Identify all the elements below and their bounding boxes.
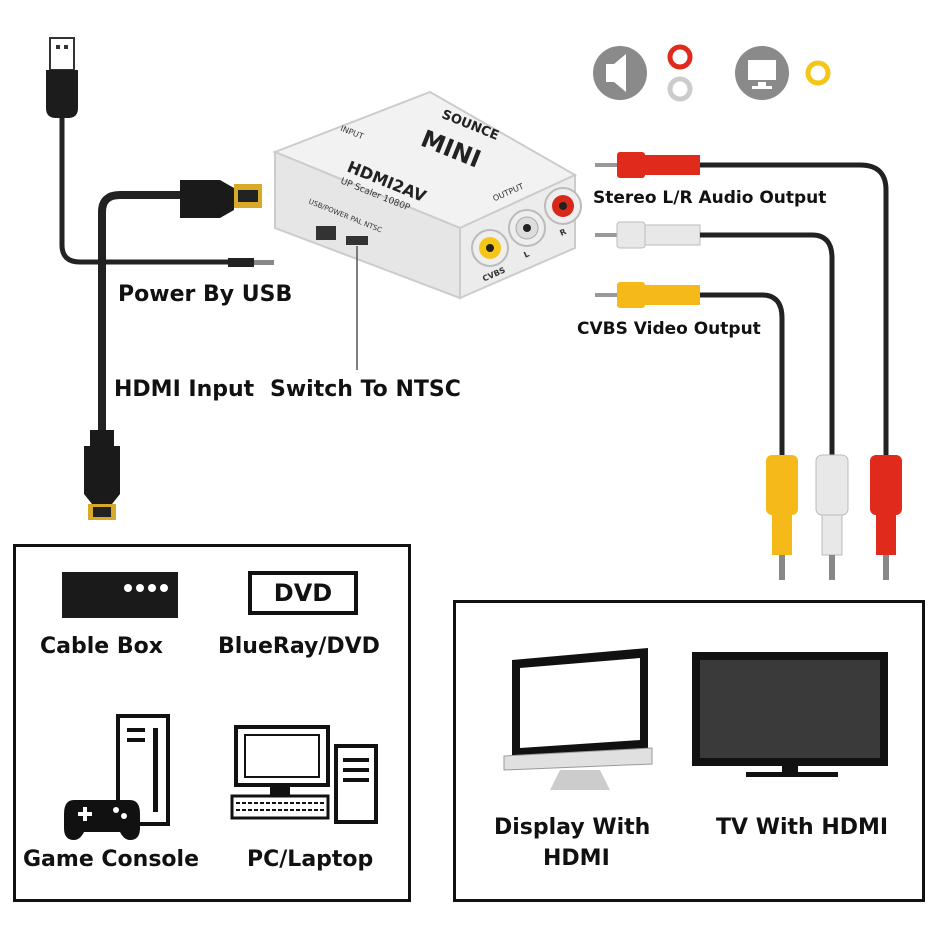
cable-box-label: Cable Box	[40, 634, 163, 659]
audio-rca-dots-icon	[667, 44, 693, 102]
converter-device	[272, 90, 582, 300]
usb-cable	[46, 37, 274, 267]
video-rca-dot-icon	[805, 60, 831, 86]
blueray-dvd-label: BlueRay/DVD	[218, 634, 380, 659]
display-label-line2: HDMI	[543, 846, 610, 871]
tv-label: TV With HDMI	[716, 815, 889, 840]
pc-laptop-label: PC/Laptop	[247, 847, 374, 872]
cvbs-output-label: CVBS Video Output	[577, 319, 761, 339]
hdmi-cable	[84, 180, 262, 520]
output-displays-panel	[453, 600, 925, 902]
hdmi-input-label: HDMI Input	[114, 377, 255, 402]
power-usb-label: Power By USB	[118, 282, 293, 307]
dvd-icon-text: DVD	[273, 579, 333, 607]
cable-box-icon	[62, 572, 178, 618]
stereo-output-label: Stereo L/R Audio Output	[593, 188, 827, 208]
rca-cables	[595, 152, 902, 580]
switch-ntsc-label: Switch To NTSC	[270, 377, 461, 402]
monitor-icon	[735, 46, 789, 100]
game-console-label: Game Console	[23, 847, 199, 872]
speaker-icon	[593, 46, 647, 100]
display-label-line1: Display With	[494, 815, 651, 840]
dvd-icon: DVD	[248, 571, 358, 615]
